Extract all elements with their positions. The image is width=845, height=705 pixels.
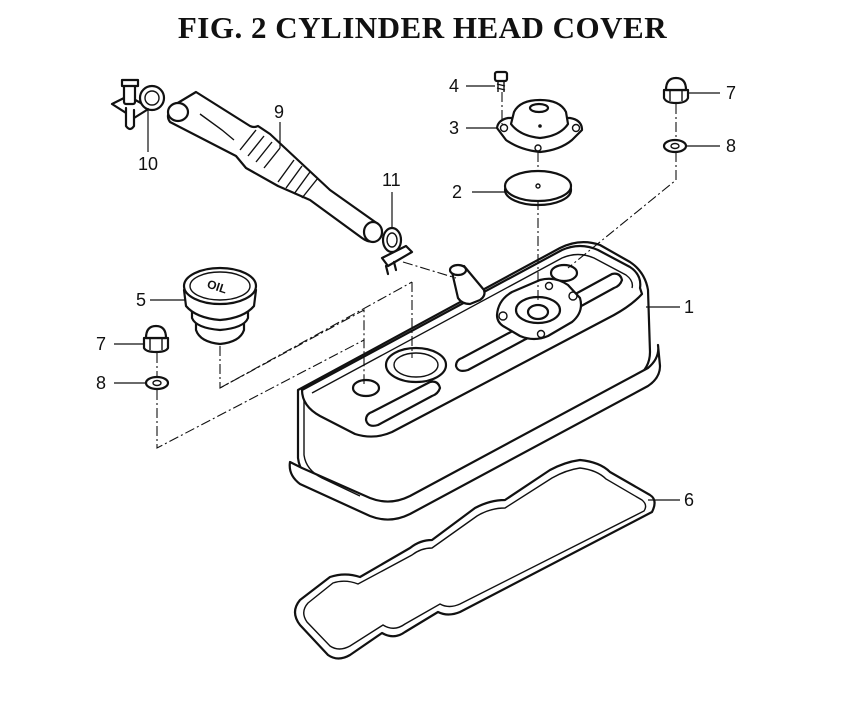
hose-clamp-left [110,78,166,131]
callout-2: 2 [452,182,462,202]
cylinder-head-cover [288,241,662,521]
hose-clamp-right [380,226,414,276]
cap-nut-right [662,76,690,105]
callout-9: 9 [274,102,284,122]
breather-hose [166,90,384,244]
cap-nut-left [142,324,170,354]
cover-gasket [293,458,656,660]
callout-7-right: 7 [726,83,736,103]
callout-labels: 1 2 3 4 5 6 7 7 8 8 9 10 11 [96,76,736,510]
callout-5: 5 [136,290,146,310]
oil-marking: OIL [205,277,228,296]
screw [493,70,509,92]
leader-lines [114,85,720,501]
callout-7-left: 7 [96,334,106,354]
callout-8-right: 8 [726,136,736,156]
figure-title: FIG. 2 CYLINDER HEAD COVER [177,10,668,45]
callout-10: 10 [138,154,158,174]
callout-3: 3 [449,118,459,138]
washer-right [662,138,688,154]
gasket-disc [503,169,573,207]
assembly-centerlines [156,92,677,449]
callout-11: 11 [382,170,401,190]
callout-8-left: 8 [96,373,106,393]
washer-left [144,375,170,391]
callout-1: 1 [684,297,694,317]
oil-filler-cap: OIL [182,266,258,346]
breather-plate [495,98,584,154]
callout-6: 6 [684,490,694,510]
callout-4: 4 [449,76,459,96]
